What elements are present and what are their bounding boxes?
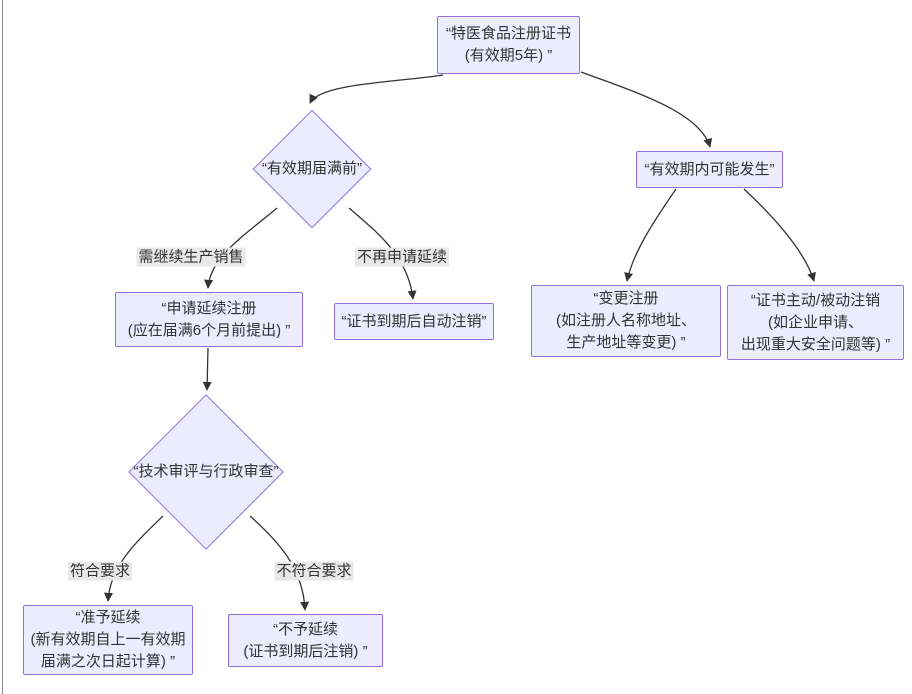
node-text-line: (如注册人名称地址、 xyxy=(556,312,696,329)
node-text-line: “不予延续 xyxy=(273,620,338,638)
node-text: “不予延续 (证书到期后注销) ” xyxy=(229,619,382,663)
node-text-line: “特医食品注册证书 xyxy=(446,25,571,42)
edge-label-no-renew: 不再申请延续 xyxy=(354,247,450,267)
edge-within-validity-to-change-reg xyxy=(624,188,677,282)
node-text-line: (有效期5年) ” xyxy=(464,47,553,64)
node-approve: “准予延续 (新有效期自上一有效期届满之次日起计算) ” xyxy=(23,605,193,675)
edge-cert-to-within-validity xyxy=(580,71,713,148)
node-text: “技术审评与行政审查” xyxy=(128,394,284,550)
node-text: “证书主动/被动注销 (如企业申请、出现重大安全问题等) ” xyxy=(728,290,903,356)
edges-group xyxy=(103,71,816,611)
edge-renew-to-review xyxy=(202,347,212,391)
node-review: “技术审评与行政审查” xyxy=(128,394,284,550)
node-text-line: “准予延续 xyxy=(75,609,141,626)
node-text-line: “有效期内可能发生” xyxy=(644,160,775,178)
edge-label-meets-req: 符合要求 xyxy=(67,561,133,581)
node-text-line: “有效期届满前” xyxy=(262,160,362,177)
node-text-line: “申请延续注册 xyxy=(161,299,257,317)
node-cert: “特医食品注册证书 (有效期5年) ” xyxy=(437,16,580,74)
node-text-line: “技术审评与行政审查” xyxy=(133,463,279,480)
node-change-reg: “变更注册 (如注册人名称地址、生产地址等变更) ” xyxy=(531,285,721,357)
node-deny: “不予延续 (证书到期后注销) ” xyxy=(228,614,383,667)
node-text-line: 生产地址等变更) ” xyxy=(566,334,686,351)
edge-before-expiry-to-auto-cancel xyxy=(348,207,417,300)
edge-review-to-approve xyxy=(103,515,164,602)
window-left-border xyxy=(2,0,3,694)
node-text: “有效期内可能发生” xyxy=(637,159,782,181)
edge-cert-to-before-expiry xyxy=(309,74,444,104)
node-text-line: (新有效期自上一有效期 xyxy=(30,631,186,648)
node-auto-cancel: “证书到期后自动注销” xyxy=(334,303,494,340)
edge-before-expiry-to-renew xyxy=(203,207,278,289)
node-text-line: “证书主动/被动注销 xyxy=(750,291,881,309)
node-text: “准予延续 (新有效期自上一有效期届满之次日起计算) ” xyxy=(24,607,192,673)
node-within-validity: “有效期内可能发生” xyxy=(636,151,783,188)
node-cert-cancel: “证书主动/被动注销 (如企业申请、出现重大安全问题等) ” xyxy=(727,285,904,360)
node-text: “有效期届满前” xyxy=(252,109,372,229)
node-text-line: “证书到期后自动注销” xyxy=(341,312,487,330)
node-text: “特医食品注册证书 (有效期5年) ” xyxy=(438,23,579,67)
node-text: “证书到期后自动注销” xyxy=(335,311,493,333)
node-text-line: (如企业申请、 xyxy=(768,313,863,331)
node-text: “变更注册 (如注册人名称地址、生产地址等变更) ” xyxy=(532,288,720,354)
edge-label-fails-req: 不符合要求 xyxy=(274,561,354,581)
edge-review-to-deny xyxy=(249,515,310,611)
edge-within-validity-to-cert-cancel xyxy=(743,188,816,282)
node-before-expiry: “有效期届满前” xyxy=(252,109,372,229)
node-text-line: 届满之次日起计算) ” xyxy=(40,653,176,670)
node-text-line: 出现重大安全问题等) ” xyxy=(740,335,891,353)
node-text-line: “变更注册 xyxy=(593,290,659,307)
node-renew: “申请延续注册 (应在届满6个月前提出) ” xyxy=(115,292,303,347)
node-text-line: (应在届满6个月前提出) ” xyxy=(127,321,291,339)
node-text: “申请延续注册 (应在届满6个月前提出) ” xyxy=(116,298,302,342)
edge-label-need-continue: 需继续生产销售 xyxy=(136,247,246,267)
node-text-line: (证书到期后注销) ” xyxy=(243,642,368,660)
